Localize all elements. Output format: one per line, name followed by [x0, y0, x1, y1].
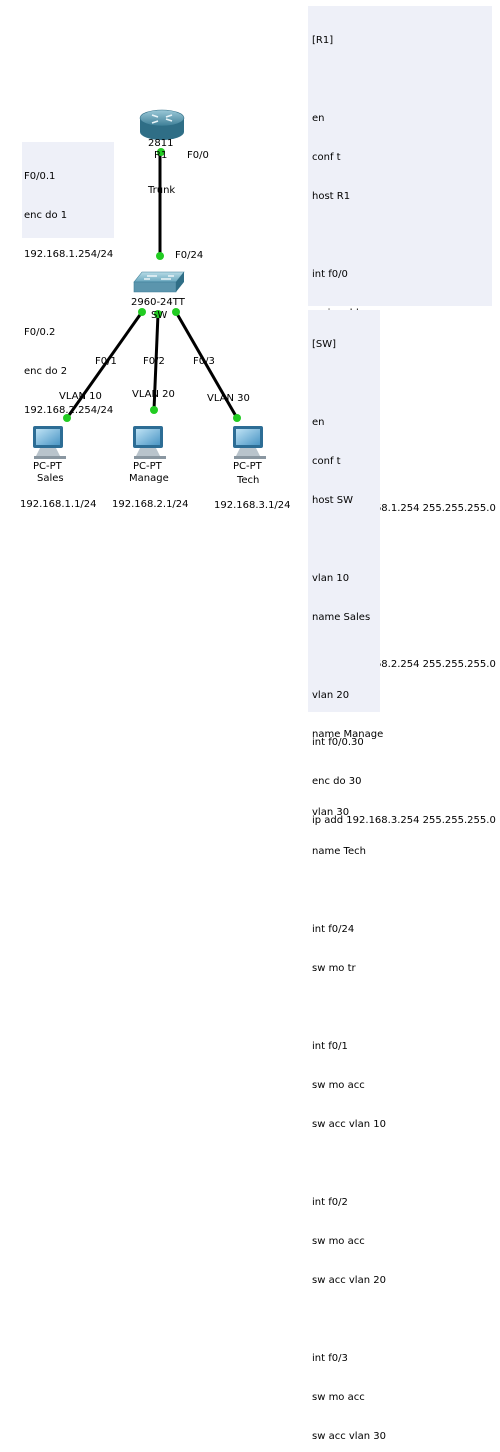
- port-dot-sw-f0-2: [154, 310, 162, 318]
- note-line: enc do 2: [24, 366, 68, 377]
- port-dot-pc-manage: [150, 406, 158, 414]
- config-line: [312, 884, 376, 897]
- config-line: [312, 1157, 376, 1170]
- config-line: conf t: [312, 152, 341, 163]
- switch-uplink-port-label: F0/24: [175, 250, 204, 261]
- config-line: sw acc vlan 10: [312, 1119, 386, 1130]
- note-line: [24, 287, 112, 300]
- config-line: host R1: [312, 191, 351, 202]
- r1-config-note: [R1] en conf t host R1 int f0/0 no ip ad…: [308, 6, 496, 826]
- pc-icon-manage[interactable]: [133, 426, 166, 459]
- link-manage: [152, 313, 160, 411]
- config-line: [312, 650, 376, 663]
- config-line: [312, 73, 488, 86]
- config-line: int f0/2: [312, 1197, 348, 1208]
- config-line: host SW: [312, 495, 354, 506]
- note-line: enc do 1: [24, 210, 68, 221]
- router-icon[interactable]: [139, 109, 185, 140]
- config-line: sw acc vlan 20: [312, 1275, 386, 1286]
- config-line: int f0/0: [312, 269, 348, 280]
- network-diagram: [33, 109, 266, 459]
- pc-ip-label-manage: 192.168.2.1/24: [112, 499, 189, 510]
- router-port-label: F0/0: [187, 150, 209, 161]
- config-line: [312, 533, 376, 546]
- config-line: sw mo acc: [312, 1392, 365, 1403]
- link-sales: [65, 311, 144, 419]
- link-tech: [174, 311, 239, 419]
- switch-icon[interactable]: [133, 271, 185, 293]
- router-name-label: R1: [154, 150, 168, 161]
- note-line: 192.168.1.254/24: [24, 249, 114, 260]
- config-line: [312, 1313, 376, 1326]
- config-line: name Sales: [312, 612, 371, 623]
- config-line: [312, 229, 488, 242]
- config-line: conf t: [312, 456, 341, 467]
- note-line: 192.168.2.254/24: [24, 405, 114, 416]
- config-line: sw acc vlan 30: [312, 1431, 386, 1442]
- trunk-label: Trunk: [148, 185, 176, 196]
- subinterface-note: F0/0.1 enc do 1 192.168.1.254/24 F0/0.2 …: [22, 142, 114, 416]
- pc-type-label-tech: PC-PT: [233, 461, 262, 472]
- switch-name-label: SW: [151, 310, 168, 321]
- pc-type-label-sales: PC-PT: [33, 461, 62, 472]
- switch-model-label: 2960-24TT: [131, 297, 185, 308]
- config-line: sw mo acc: [312, 1080, 365, 1091]
- vlan-label-tech: VLAN 30: [207, 393, 250, 404]
- config-line: name Tech: [312, 846, 366, 857]
- config-line: vlan 20: [312, 690, 350, 701]
- vlan-label-sales: VLAN 10: [59, 391, 102, 402]
- port-label-manage: F0/2: [143, 356, 165, 367]
- port-dot-pc-tech: [233, 414, 241, 422]
- pc-icon-tech[interactable]: [233, 426, 266, 459]
- vlan-label-manage: VLAN 20: [132, 389, 175, 400]
- config-line: vlan 10: [312, 573, 350, 584]
- pc-icon-sales[interactable]: [33, 426, 66, 459]
- config-title: [SW]: [312, 339, 337, 350]
- config-title: [R1]: [312, 35, 334, 46]
- port-dot-sw-f0-1: [138, 308, 146, 316]
- sw-config-note: [SW] en conf t host SW vlan 10 name Sale…: [308, 310, 386, 1442]
- pc-name-label-manage: Manage: [129, 473, 169, 484]
- router-model-label: 2811: [148, 138, 174, 149]
- note-line: F0/0.2: [24, 327, 56, 338]
- pc-ip-label-sales: 192.168.1.1/24: [20, 499, 97, 510]
- port-dot-sw-f0-24: [156, 252, 164, 260]
- port-label-sales: F0/1: [95, 356, 117, 367]
- config-line: sw mo acc: [312, 1236, 365, 1247]
- config-line: en: [312, 113, 325, 124]
- port-dot-sw-f0-3: [172, 308, 180, 316]
- config-line: en: [312, 417, 325, 428]
- port-dot-r1-f0-0: [157, 148, 165, 156]
- config-line: [312, 767, 376, 780]
- port-dot-pc-sales: [63, 414, 71, 422]
- note-line: F0/0.1: [24, 171, 56, 182]
- config-line: int f0/1: [312, 1041, 348, 1052]
- pc-name-label-sales: Sales: [37, 473, 64, 484]
- config-line: [312, 377, 376, 390]
- config-line: int f0/3: [312, 1353, 348, 1364]
- port-label-tech: F0/3: [193, 356, 215, 367]
- config-line: name Manage: [312, 729, 384, 740]
- config-line: sw mo tr: [312, 963, 356, 974]
- config-line: [312, 1001, 376, 1014]
- pc-name-label-tech: Tech: [237, 475, 260, 486]
- config-line: vlan 30: [312, 807, 350, 818]
- config-line: int f0/24: [312, 924, 355, 935]
- pc-type-label-manage: PC-PT: [133, 461, 162, 472]
- pc-ip-label-tech: 192.168.3.1/24: [214, 500, 291, 511]
